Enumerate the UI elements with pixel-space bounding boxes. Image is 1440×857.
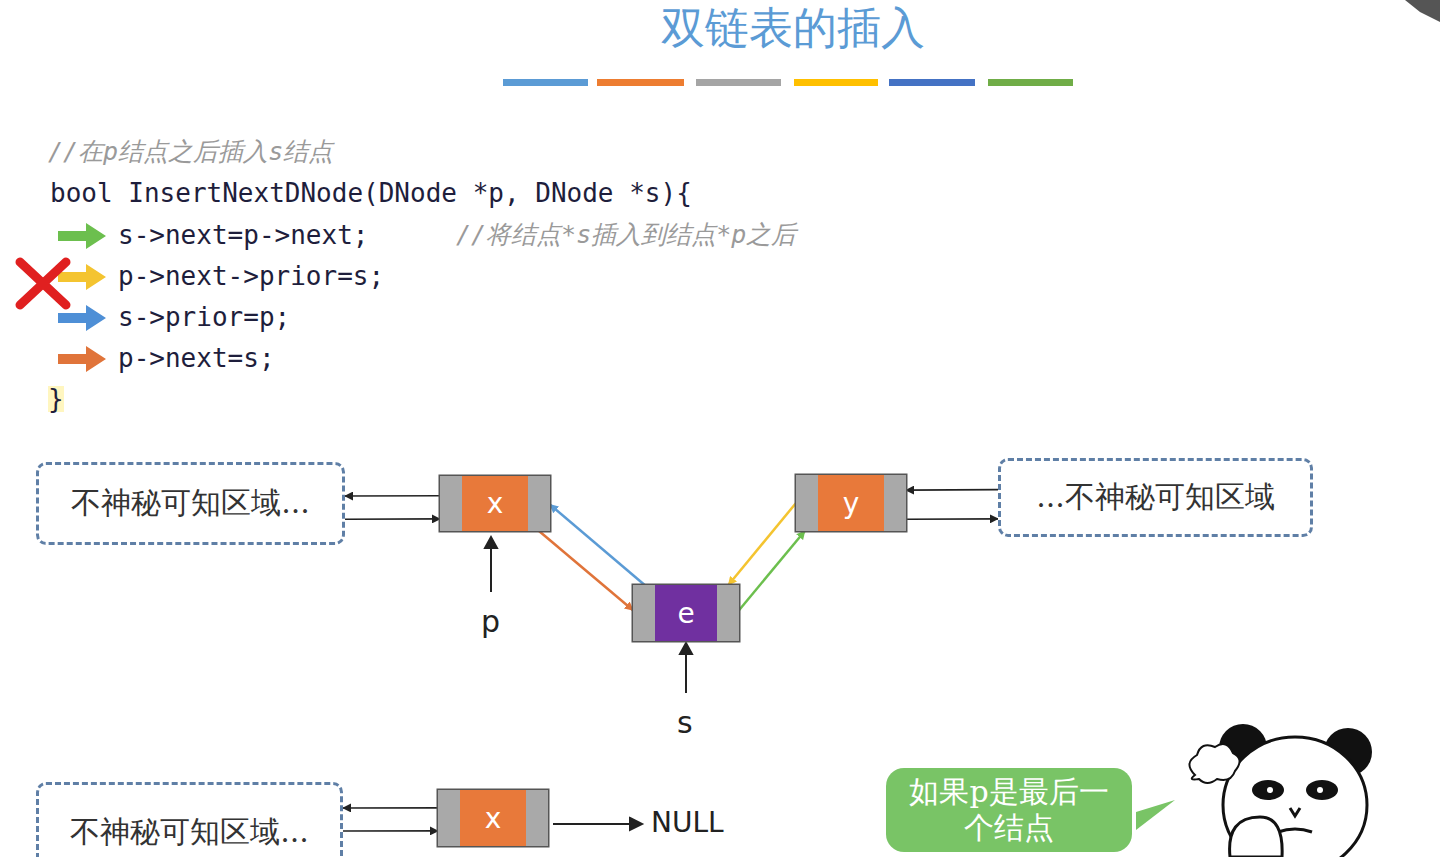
code-line: s->prior=p; (118, 304, 290, 330)
new-node: e (633, 585, 739, 641)
list-node: x (438, 790, 548, 846)
pointer-label: s (677, 708, 693, 738)
node-text: 如果p是最后一个结点 (898, 774, 1120, 846)
wrong-cross (20, 262, 66, 305)
pointer-arrow (550, 505, 645, 585)
node-text: 不神秘可知区域... (70, 812, 309, 853)
pointer-arrow (345, 495, 440, 497)
pointer-arrow (906, 518, 998, 520)
code-line: } (48, 386, 64, 412)
node-value: e (677, 597, 694, 630)
list-node: y (796, 475, 906, 531)
title-underline (503, 79, 1073, 86)
pointer-arrow (343, 830, 438, 832)
unknown-region: ...不神秘可知区域 (998, 458, 1313, 537)
pointer-arrow (539, 531, 633, 610)
corner-mark (1405, 0, 1440, 22)
speech-bubble: 如果p是最后一个结点 (886, 768, 1132, 852)
pointer-arrow (728, 503, 796, 585)
pointer-arrow (739, 531, 805, 610)
unknown-region: 不神秘可知区域... (36, 782, 343, 857)
code-line: bool InsertNextDNode(DNode *p, DNode *s)… (50, 180, 692, 206)
step-arrows (58, 223, 106, 372)
pointer-arrow (343, 807, 438, 809)
pointer-arrow (345, 518, 440, 520)
code-line: p->next->prior=s; (118, 263, 384, 289)
node-text: 不神秘可知区域... (71, 483, 310, 524)
node-value: x (487, 487, 504, 520)
node-value: y (843, 487, 860, 520)
bubble-tail (1136, 800, 1175, 830)
null-label: NULL (651, 809, 724, 837)
list-node: x (440, 476, 550, 531)
unknown-region: 不神秘可知区域... (36, 462, 345, 545)
pointer-arrows (485, 537, 692, 830)
code-line: p->next=s; (118, 345, 275, 371)
slide-title: 双链表的插入 (0, 2, 1440, 55)
node-text: ...不神秘可知区域 (1036, 477, 1275, 518)
code-comment: //在p结点之后插入s结点 (48, 139, 333, 164)
pointer-arrow (906, 489, 998, 491)
pointer-label: p (481, 607, 500, 637)
panda-meme (1189, 724, 1372, 857)
node-value: x (485, 802, 502, 835)
code-comment: //将结点*s插入到结点*p之后 (456, 222, 796, 247)
code-line: s->next=p->next; (118, 222, 368, 248)
